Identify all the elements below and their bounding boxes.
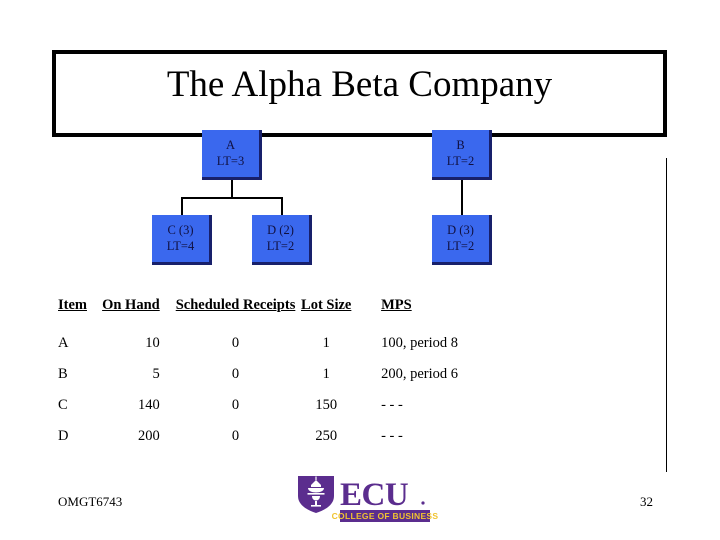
right-vertical-rule [666,158,667,472]
footer-course-code: OMGT6743 [58,494,123,509]
bom-node-d2-line1: D (2) [267,223,294,237]
connector-b-stem [461,180,463,216]
header-mps: MPS [381,297,412,313]
ecu-wordmark: ECU [340,477,409,513]
footer-page-number: 32 [640,494,653,509]
page-title: The Alpha Beta Company [166,64,553,105]
connector-a-stem [231,180,233,198]
cell-on-hand: 200 [137,428,160,444]
cell-item: C [58,397,68,413]
bom-node-a-line1: A [225,138,236,152]
cell-mps: - - - [381,428,403,444]
bom-tree-diagram: A LT=3 B LT=2 C (3) LT=4 D (2) LT=2 D (3… [152,130,492,265]
header-item: Item [58,297,87,313]
bom-node-d3[interactable]: D (3) LT=2 [432,215,492,265]
cell-mps: - - - [381,397,403,413]
bom-node-d3-line2: LT=2 [446,239,475,253]
cell-item: A [58,335,69,351]
header-scheduled-receipts: Scheduled Receipts [175,297,296,313]
ecu-banner [340,510,430,522]
cell-on-hand: 5 [152,366,160,382]
bom-node-b[interactable]: B LT=2 [432,130,492,180]
table-row: D 200 0 250 - - - [58,421,458,452]
ecu-logo-svg: ECU COLLEGE OF BUSINESS [298,476,438,522]
bom-node-a[interactable]: A LT=3 [202,130,262,180]
connector-a-bus [181,197,283,199]
bom-node-c3[interactable]: C (3) LT=4 [152,215,212,265]
bom-node-d2-line2: LT=2 [266,239,295,253]
cell-item: B [58,366,68,382]
connector-c-stem [181,197,183,216]
bom-node-b-line2: LT=2 [446,154,475,168]
table-row: B 5 0 1 200, period 6 [58,359,458,390]
bom-node-b-line1: B [456,138,465,152]
connector-d2-stem [281,197,283,216]
cell-lot-size: 1 [322,366,330,382]
bom-node-d3-line1: D (3) [447,223,474,237]
cell-item: D [58,428,69,444]
bom-node-a-line2: LT=3 [216,154,245,168]
cell-scheduled-receipts: 0 [231,335,240,351]
ecu-tagline: COLLEGE OF BUSINESS [332,511,438,521]
header-on-hand: On Hand [102,297,160,313]
table-header-row: Item On Hand Scheduled Receipts Lot Size… [58,297,458,328]
cell-scheduled-receipts: 0 [231,366,240,382]
cell-lot-size: 150 [315,397,338,413]
ecu-registered-dot [421,501,425,505]
bom-node-c3-line1: C (3) [167,223,194,237]
cell-scheduled-receipts: 0 [231,397,240,413]
ecu-shield-icon [298,476,334,513]
cell-mps: 200, period 6 [381,366,458,382]
table-row: C 140 0 150 - - - [58,390,458,421]
bom-node-c3-line2: LT=4 [166,239,195,253]
item-master-table: Item On Hand Scheduled Receipts Lot Size… [58,297,458,452]
title-box [52,50,667,137]
bom-node-d2[interactable]: D (2) LT=2 [252,215,312,265]
cell-lot-size: 250 [315,428,338,444]
header-lot-size: Lot Size [301,297,352,313]
table-row: A 10 0 1 100, period 8 [58,328,458,359]
cell-on-hand: 140 [137,397,160,413]
cell-lot-size: 1 [322,335,330,351]
cell-mps: 100, period 8 [381,335,458,351]
cell-scheduled-receipts: 0 [231,428,240,444]
cell-on-hand: 10 [145,335,160,351]
ecu-logo: ECU COLLEGE OF BUSINESS [292,472,438,524]
